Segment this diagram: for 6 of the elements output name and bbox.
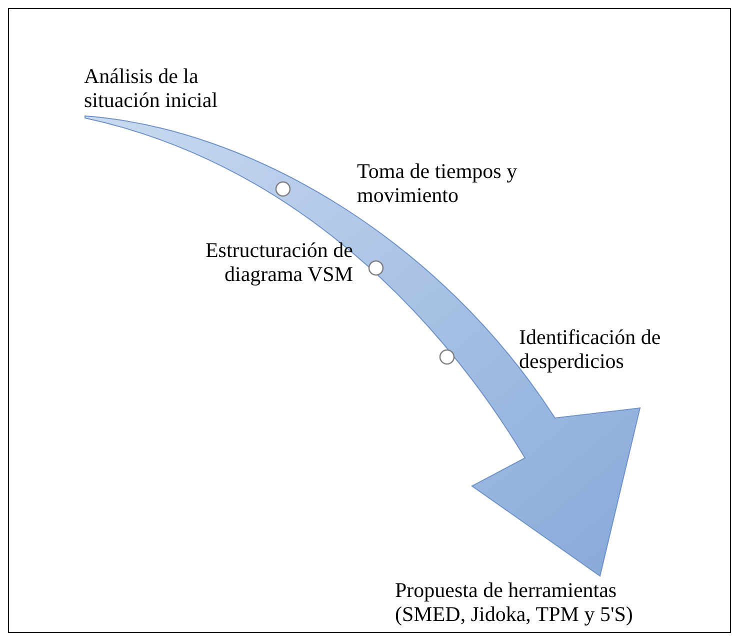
step-label: Toma de tiempos y movimiento [357, 159, 518, 207]
step-label: Análisis de la situación inicial [84, 64, 274, 112]
step-label: Estructuración de diagrama VSM [204, 238, 353, 286]
step-label: Propuesta de herramientas (SMED, Jidoka, TPM y 5'S) [395, 578, 665, 626]
step-label: Identificación de desperdicios [519, 325, 662, 373]
curved-arrow [84, 116, 640, 576]
